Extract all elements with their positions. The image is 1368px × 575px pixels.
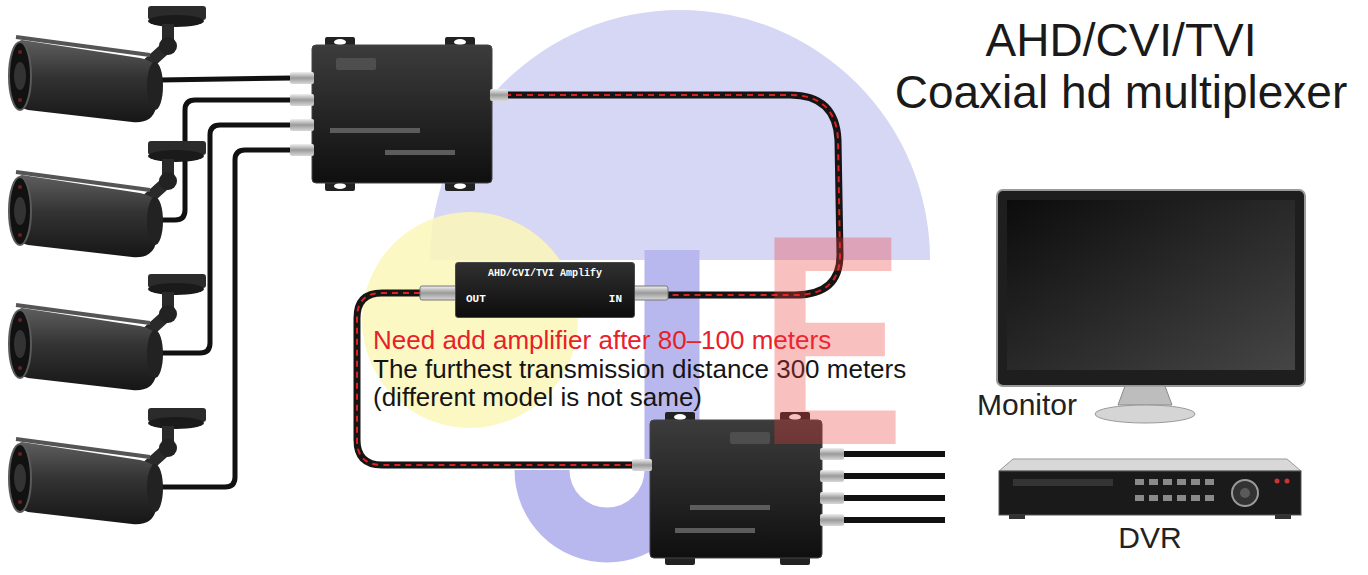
- monitor-device-part-part: [1007, 200, 1295, 370]
- dvr-device-part-part: [1163, 495, 1172, 501]
- port-label: IN: [609, 293, 622, 306]
- transmitter-multiplexer-part: [312, 45, 492, 183]
- dvr-device-part-part: [999, 471, 1301, 515]
- transmitter-multiplexer: [290, 37, 508, 191]
- amplifier-connectors-part: [420, 286, 458, 300]
- receiver-multiplexer-part: [820, 492, 844, 504]
- transmitter-multiplexer-part: [330, 128, 420, 133]
- monitor-device-part-part: [1095, 405, 1195, 423]
- receiver-multiplexer-part: [674, 414, 686, 420]
- dvr-device-part-part: [1205, 495, 1214, 501]
- monitor-device: Monitor: [975, 188, 1310, 428]
- dvr-device-part-part: [1275, 515, 1291, 519]
- dvr-device-part-part: [1285, 479, 1290, 484]
- wrap-spacer: [878, 14, 928, 66]
- transmitter-multiplexer-part: [490, 89, 508, 101]
- transmitter-multiplexer-part: [290, 94, 314, 106]
- dvr-device-part-part: [1177, 479, 1186, 485]
- dvr-device-part-part: [999, 459, 1301, 471]
- dvr-device-part-part: [1240, 488, 1250, 498]
- wrap-spacer: [1314, 14, 1364, 66]
- device-label: AHD/CVI/TVI Amplify: [456, 268, 634, 280]
- camera: [9, 6, 206, 122]
- device-name: Monitor: [977, 388, 1077, 423]
- dvr-device-part-part: [1013, 479, 1113, 486]
- transmitter-multiplexer-part: [454, 183, 466, 189]
- receiver-multiplexer-part: [675, 528, 755, 533]
- camera-cables-part: [160, 78, 292, 80]
- dvr-device-part-part: [1149, 495, 1158, 501]
- amplifier-box: AHD/CVI/TVI AmplifyOUT IN: [455, 262, 635, 318]
- transmitter-multiplexer-part: [290, 72, 314, 84]
- camera: [9, 141, 206, 257]
- dvr-device-part-part: [1191, 495, 1200, 501]
- note-text: (different model is not same): [373, 383, 702, 411]
- dvr-device-part-part: [1009, 515, 1025, 519]
- transmitter-multiplexer-part: [334, 183, 346, 189]
- dvr-device-part-part: [1135, 479, 1144, 485]
- dvr-device-part-part: [1135, 495, 1144, 501]
- output-cables-part: [842, 517, 945, 523]
- receiver-multiplexer-part: [690, 505, 770, 510]
- dvr-device-part-part: [1205, 479, 1214, 485]
- transmitter-multiplexer-part: [336, 58, 376, 70]
- dvr-device-part-part: [1177, 495, 1186, 501]
- receiver-multiplexer-part: [632, 459, 652, 471]
- output-cables-part: [842, 495, 945, 501]
- transmitter-multiplexer-part: [454, 39, 466, 45]
- monitor-device-part-part: [997, 190, 1305, 386]
- monitor-device-part-part: [1118, 386, 1172, 405]
- transmitter-multiplexer-part: [290, 119, 314, 131]
- receiver-multiplexer-part: [820, 514, 844, 526]
- camera: [9, 408, 206, 524]
- transmitter-multiplexer-part: [334, 39, 346, 45]
- dvr-device-part-part: [1163, 479, 1172, 485]
- camera: [9, 274, 206, 390]
- device-name: DVR: [995, 521, 1305, 556]
- camera-cables-part: [160, 150, 292, 487]
- watermark-letter: E: [760, 190, 904, 490]
- dvr-device-part-part: [1149, 479, 1158, 485]
- transmitter-multiplexer-part: [385, 150, 455, 155]
- dvr-device: DVR: [995, 455, 1305, 557]
- transmitter-multiplexer-part: [290, 144, 314, 156]
- dvr-device-part-part: [1232, 480, 1258, 506]
- dvr-device-part-part: [1275, 479, 1280, 484]
- dvr-device-part-part: [1191, 479, 1200, 485]
- port-label: OUT: [466, 293, 486, 306]
- diagram-title: AHD/CVI/TVI Coaxial hd multiplexer: [878, 14, 1364, 118]
